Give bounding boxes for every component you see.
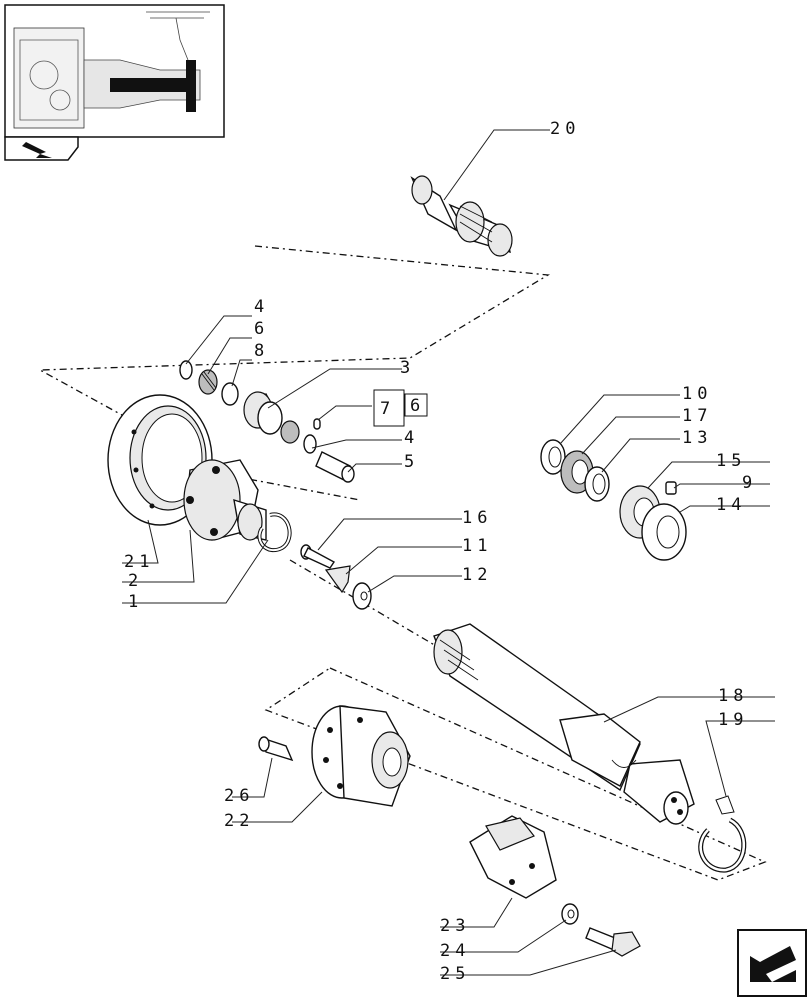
label-9[interactable]: 9	[742, 473, 757, 493]
part-18-axle-shaft[interactable]	[433, 623, 695, 825]
label-13[interactable]: 13	[682, 428, 712, 448]
label-10[interactable]: 10	[682, 384, 712, 404]
label-16[interactable]: 16	[462, 508, 492, 528]
part-9-grease-nipple[interactable]	[665, 481, 677, 495]
part-22-wheel-hub[interactable]	[311, 705, 411, 807]
label-1[interactable]: 1	[128, 592, 143, 612]
label-23[interactable]: 23	[440, 916, 470, 936]
part-5-pin-shaft[interactable]	[315, 451, 355, 483]
part-14-seal[interactable]	[641, 503, 687, 561]
label-18[interactable]: 18	[718, 686, 748, 706]
label-25[interactable]: 25	[440, 964, 470, 984]
label-20[interactable]: 20	[550, 119, 580, 139]
part-6-needle-bearing[interactable]	[198, 369, 218, 395]
part-4-thrust-washer[interactable]	[179, 360, 193, 380]
part-23-clamp-bracket[interactable]	[469, 815, 557, 899]
label-11[interactable]: 11	[462, 536, 492, 556]
label-17[interactable]: 17	[682, 406, 712, 426]
part-25-bolt[interactable]	[585, 927, 641, 957]
label-2[interactable]: 2	[128, 571, 143, 591]
label-7-box[interactable]: 7	[373, 389, 405, 427]
leader-lines	[122, 129, 775, 976]
label-24[interactable]: 24	[440, 941, 470, 961]
label-5[interactable]: 5	[404, 452, 419, 472]
label-12[interactable]: 12	[462, 565, 492, 585]
part-1-circlip[interactable]	[257, 512, 292, 552]
part-7-pin[interactable]	[313, 418, 321, 430]
label-19[interactable]: 19	[718, 710, 748, 730]
center-line-shaft	[289, 559, 461, 661]
label-6-box[interactable]: 6	[404, 393, 428, 417]
label-8[interactable]: 8	[254, 341, 269, 361]
previous-page-arrow-icon[interactable]	[4, 136, 79, 161]
label-4b[interactable]: 4	[404, 428, 419, 448]
part-2-planet-carrier[interactable]	[183, 459, 267, 541]
label-22[interactable]: 22	[224, 811, 254, 831]
label-6[interactable]: 6	[254, 319, 269, 339]
label-21[interactable]: 21	[124, 552, 154, 572]
part-12-washer[interactable]	[352, 582, 372, 610]
next-page-arrow-icon[interactable]	[737, 929, 807, 997]
label-15[interactable]: 15	[716, 451, 746, 471]
part-11-lock-plate[interactable]	[324, 565, 351, 594]
part-19-circlip[interactable]	[698, 795, 747, 873]
part-3-planet-gear[interactable]	[243, 391, 283, 435]
part-10-seal-ring[interactable]	[540, 439, 566, 475]
label-6-boxed: 6	[410, 396, 420, 416]
assembly-location-thumbnail[interactable]	[4, 4, 225, 138]
part-26-stud[interactable]	[258, 736, 294, 762]
part-16-bolt[interactable]	[300, 544, 336, 569]
label-7: 7	[380, 399, 390, 419]
part-6-needle-bearing-2[interactable]	[280, 420, 300, 444]
part-20-splined-shaft[interactable]	[410, 175, 513, 257]
label-3[interactable]: 3	[400, 358, 415, 378]
label-14[interactable]: 14	[716, 495, 746, 515]
part-8-spacer-ring[interactable]	[221, 382, 239, 406]
center-line-lower	[264, 667, 767, 881]
part-4-thrust-washer-2[interactable]	[303, 434, 317, 454]
part-13-ring[interactable]	[584, 466, 610, 502]
part-24-washer[interactable]	[561, 903, 579, 925]
label-4[interactable]: 4	[254, 297, 269, 317]
label-26[interactable]: 26	[224, 786, 254, 806]
